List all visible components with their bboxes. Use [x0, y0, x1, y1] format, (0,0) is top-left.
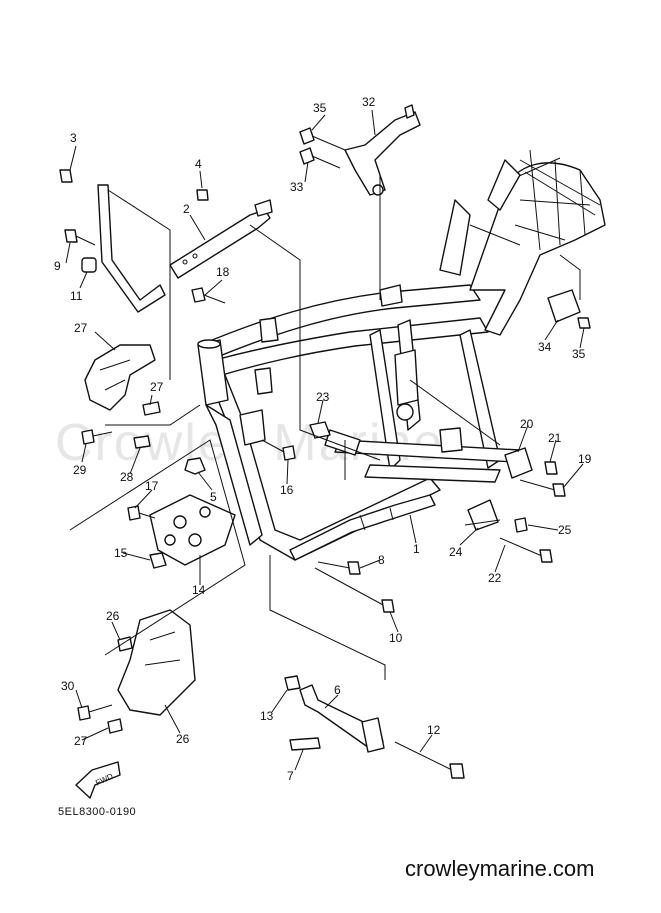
callout-3: 3 — [70, 131, 77, 145]
callouts: 3 4 2 35 32 33 9 11 18 27 27 29 28 5 17 … — [54, 95, 592, 783]
callout-26: 26 — [176, 732, 190, 746]
part-29-label — [133, 401, 161, 449]
footer-site[interactable]: crowleymarine.com — [405, 856, 595, 881]
part-30-bolt-lower — [77, 704, 113, 721]
part-15-nut — [149, 552, 167, 569]
callout-7: 7 — [287, 769, 294, 783]
callout-32: 33 — [290, 180, 304, 194]
callout-20: 20 — [520, 417, 534, 431]
part-16-bolt — [261, 439, 296, 461]
part-25-bolt — [514, 517, 528, 533]
callout-11: 11 — [70, 289, 83, 303]
part-14-bracket — [149, 494, 236, 566]
callout-31: 32 — [362, 95, 376, 109]
callout-29-b: 28 — [120, 470, 134, 484]
callout-22: 22 — [488, 571, 502, 585]
part-8-bolt — [317, 561, 361, 575]
part-17-bolt — [127, 505, 156, 521]
callout-33: 35 — [313, 101, 327, 115]
part-19-bolt — [519, 479, 566, 497]
callout-12: 12 — [427, 723, 441, 737]
diagram-code: 5EL8300-0190 — [58, 806, 137, 818]
callout-10: 10 — [389, 631, 403, 645]
callout-19: 19 — [578, 452, 592, 466]
callout-25: 25 — [558, 523, 572, 537]
part-21-bolt — [544, 461, 558, 475]
part-13-nut — [284, 675, 301, 691]
callout-35: 35 — [572, 347, 586, 361]
part-26-cover — [117, 609, 196, 716]
callout-9: 9 — [54, 259, 61, 273]
callout-18: 18 — [216, 265, 230, 279]
part-24-plate — [467, 499, 499, 531]
callout-13: 13 — [260, 709, 274, 723]
part-27-label-b — [107, 718, 123, 734]
guide-lines — [69, 175, 581, 680]
callout-1: 1 — [413, 542, 420, 556]
callout-34: 34 — [538, 340, 552, 354]
part-18-bolt — [191, 287, 226, 304]
part-28-cover — [84, 344, 156, 411]
part-3-rod — [59, 169, 166, 313]
callout-30-b: 30 — [61, 679, 75, 693]
callout-29-a: 27 — [150, 380, 164, 394]
part-27-label-a — [117, 636, 133, 652]
part-34-block — [547, 289, 581, 323]
callout-23: 23 — [316, 390, 330, 404]
part-35-bolt — [577, 317, 591, 329]
callout-30-a: 29 — [73, 463, 87, 477]
part-11-collar — [81, 257, 97, 273]
part-5-nut — [184, 457, 206, 475]
callout-21: 21 — [548, 431, 562, 445]
callout-15: 15 — [114, 546, 128, 560]
callout-28: 27 — [74, 321, 88, 335]
part-32-bolt — [299, 147, 341, 169]
callout-14: 14 — [192, 583, 206, 597]
part-2-crosstube — [169, 199, 273, 279]
callout-16: 16 — [280, 483, 294, 497]
part-23-bracket — [309, 421, 331, 439]
part-33-bolt — [299, 127, 346, 151]
leader-lines — [65, 109, 585, 771]
part-31-bracket — [344, 104, 421, 196]
part-7-label — [289, 737, 321, 751]
callout-24: 24 — [449, 545, 463, 559]
callout-5: 5 — [210, 490, 217, 504]
part-12-bolt — [394, 741, 465, 779]
callout-17: 17 — [145, 479, 159, 493]
part-22-bolt — [499, 537, 553, 563]
callout-27-a: 26 — [106, 609, 120, 623]
fwd-arrow-icon: FWD — [75, 761, 121, 799]
callout-2: 2 — [183, 202, 190, 216]
callout-8: 8 — [378, 553, 385, 567]
part-10-bolt — [314, 567, 395, 613]
part-30-bolt-upper — [81, 429, 113, 445]
part-1-rail — [289, 494, 436, 561]
part-9-bolt — [64, 229, 96, 246]
part-4-bolt — [196, 189, 209, 201]
part-6-stand — [299, 684, 385, 753]
callout-4: 4 — [195, 157, 202, 171]
callout-27-b: 27 — [74, 734, 88, 748]
callout-6: 6 — [334, 683, 341, 697]
